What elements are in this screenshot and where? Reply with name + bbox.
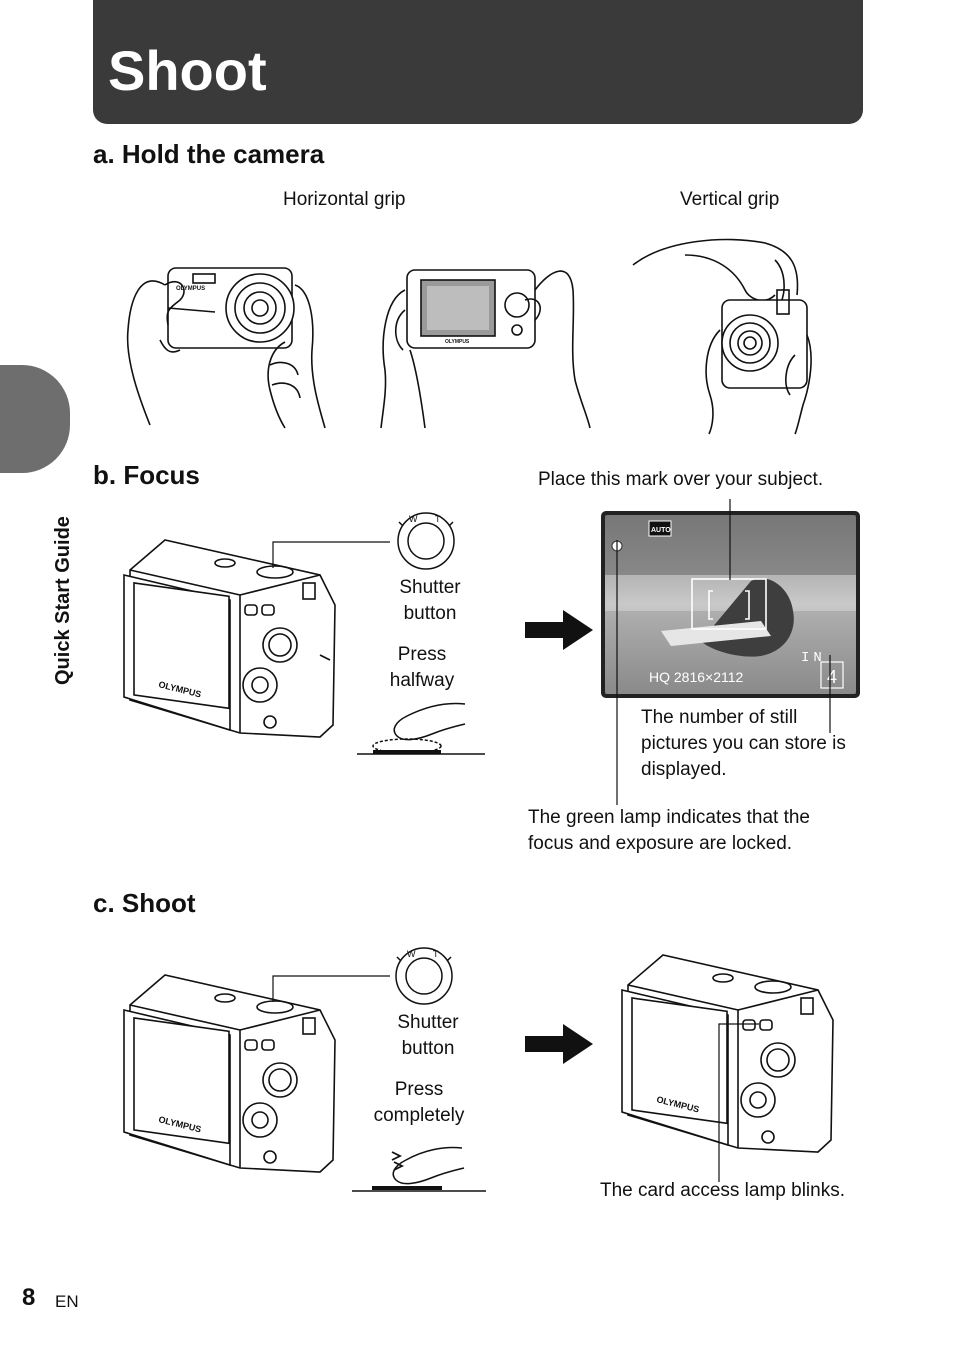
horizontal-grip-front-illustration: OLYMPUS <box>126 267 326 429</box>
shoot-shutter-label: Shutter button <box>397 1012 459 1059</box>
subject-mark-caption: Place this mark over your subject. <box>538 469 824 490</box>
lcd-picture-count: 4 <box>827 667 837 687</box>
lcd-mode-badge: AUTO <box>651 527 671 534</box>
zoom-dial-icon: W T <box>395 947 453 1005</box>
svg-text:T: T <box>433 949 439 959</box>
picture-count-caption: The number of still pictures you can sto… <box>641 707 846 780</box>
focus-shutter-label: Shutter button <box>399 577 461 624</box>
arrow-right-icon <box>525 1024 593 1064</box>
lcd-quality-readout: HQ 2816×2112 <box>649 669 744 685</box>
lcd-memory-indicator: IN <box>801 650 826 666</box>
section-c-heading: c. Shoot <box>93 888 196 918</box>
vertical-grip-label: Vertical grip <box>680 189 780 210</box>
card-lamp-caption: The card access lamp blinks. <box>600 1180 845 1201</box>
finger-press-completely-illustration <box>352 1146 486 1192</box>
horizontal-grip-label: Horizontal grip <box>283 189 406 210</box>
svg-text:T: T <box>435 514 441 524</box>
finger-press-halfway-illustration <box>357 702 485 755</box>
camera-brand-mark: OLYMPUS <box>445 339 470 345</box>
page-title: Shoot <box>108 39 267 102</box>
shoot-camera-illustration: OLYMPUS <box>123 974 336 1173</box>
press-halfway-label: Press halfway <box>389 644 455 691</box>
vertical-grip-illustration <box>632 238 812 435</box>
card-lamp-leader <box>718 1023 759 1182</box>
section-a-heading: a. Hold the camera <box>93 139 325 169</box>
focus-shutter-leader <box>272 541 390 568</box>
camera-brand-mark: OLYMPUS <box>176 286 205 292</box>
lcd-leader-lines <box>616 499 831 805</box>
chapter-label: Quick Start Guide <box>52 516 74 685</box>
svg-text:W: W <box>409 514 418 524</box>
green-lamp-caption: The green lamp indicates that the focus … <box>528 807 811 854</box>
page-language: EN <box>55 1292 79 1311</box>
zoom-dial-icon: W T <box>397 512 455 570</box>
chapter-tab <box>0 365 70 473</box>
section-b-heading: b. Focus <box>93 460 200 490</box>
arrow-right-icon <box>525 610 593 650</box>
title-banner <box>93 0 863 124</box>
card-lamp-camera-illustration: OLYMPUS <box>621 954 834 1153</box>
svg-text:W: W <box>407 949 416 959</box>
page-number: 8 <box>22 1284 36 1311</box>
horizontal-grip-back-illustration: OLYMPUS <box>380 269 591 429</box>
press-completely-label: Press completely <box>373 1079 465 1126</box>
shoot-shutter-leader <box>272 975 390 1002</box>
focus-camera-illustration: OLYMPUS <box>123 539 336 738</box>
